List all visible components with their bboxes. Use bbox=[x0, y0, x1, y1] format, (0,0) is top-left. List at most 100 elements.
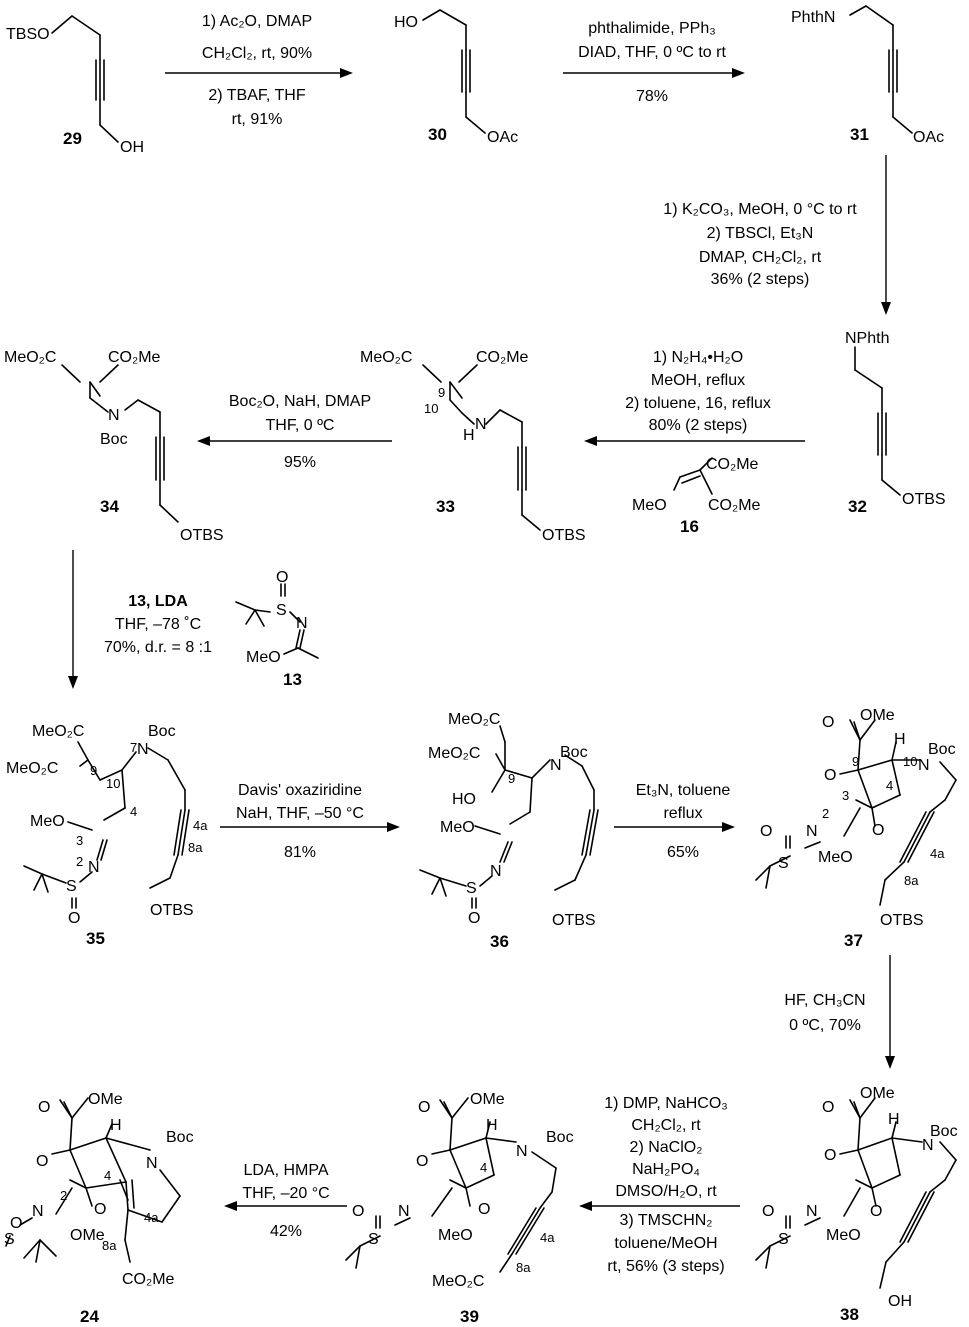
arrow-37-to-38 bbox=[885, 955, 895, 1069]
c24-label-0: O bbox=[38, 1099, 50, 1116]
c35-label-6: 10 bbox=[106, 776, 120, 791]
c29-label-1: OH bbox=[120, 139, 144, 156]
c39-label-2: H bbox=[486, 1117, 498, 1134]
compound-13: O S N MeO 13 bbox=[235, 569, 319, 689]
c36-label-9: O bbox=[468, 910, 480, 927]
c16-id: 16 bbox=[680, 517, 699, 536]
c30-id: 30 bbox=[428, 125, 447, 144]
reaction-arrows bbox=[68, 68, 895, 1211]
step-8-cond-3: 65% bbox=[667, 844, 699, 861]
step-5-cond-3: 95% bbox=[284, 454, 316, 471]
c38-label-6: N bbox=[806, 1203, 818, 1220]
step-11-cond-3: 42% bbox=[270, 1223, 302, 1240]
step-10-cond-7: toluene/MeOH bbox=[614, 1235, 717, 1252]
step-10-cond-6: 3) TMSCHN₂ bbox=[619, 1212, 712, 1229]
c30-label-1: OAc bbox=[487, 129, 518, 146]
c36-label-2: Boc bbox=[560, 744, 588, 761]
c38-label-1: OMe bbox=[860, 1085, 895, 1102]
step-3-cond-3: DMAP, CH₂Cl₂, rt bbox=[699, 249, 822, 266]
c24-label-8: O bbox=[94, 1201, 106, 1218]
c39-label-1: OMe bbox=[470, 1091, 505, 1108]
c35-label-14: 4a bbox=[193, 818, 208, 833]
step-9-cond-1: HF, CH₃CN bbox=[784, 992, 865, 1009]
c36-label-5: HO bbox=[452, 791, 476, 808]
c35-label-2: 7 bbox=[130, 740, 137, 755]
step-1-cond-1: 1) Ac₂O, DMAP bbox=[202, 13, 312, 30]
c37-label-2: H bbox=[894, 731, 906, 748]
c37-label-10: N bbox=[806, 823, 818, 840]
c35-label-1: Boc bbox=[148, 723, 176, 740]
c29-id: 29 bbox=[63, 129, 82, 148]
compound-34: MeO₂C CO₂Me N Boc OTBS 34 bbox=[4, 349, 224, 544]
c37-label-14: O bbox=[760, 823, 772, 840]
c24-label-15: CO₂Me bbox=[122, 1271, 175, 1288]
step-5-cond-1: Boc₂O, NaH, DMAP bbox=[229, 393, 371, 410]
c37-label-0: O bbox=[822, 714, 834, 731]
c33-label-1: CO₂Me bbox=[476, 349, 529, 366]
c35-label-12: S bbox=[66, 878, 77, 895]
compound-31: PhthN OAc 31 bbox=[791, 5, 944, 146]
c38-label-3: Boc bbox=[930, 1123, 958, 1140]
c33-label-5: N bbox=[475, 416, 487, 433]
c33-label-3: 10 bbox=[424, 401, 438, 416]
compound-33: MeO₂C CO₂Me 9 10 H N OTBS 33 bbox=[360, 349, 586, 544]
step-3-cond-2: 2) TBSCl, Et₃N bbox=[707, 225, 814, 242]
c33-id: 33 bbox=[436, 497, 455, 516]
c36-id: 36 bbox=[490, 932, 509, 951]
c35-label-13: O bbox=[68, 910, 80, 927]
c36-label-6: MeO bbox=[440, 819, 475, 836]
step-6-cond-2: THF, –78 ˚C bbox=[115, 616, 201, 633]
compound-29: TBSO OH 29 bbox=[6, 15, 144, 156]
c24-label-13: 8a bbox=[102, 1238, 117, 1253]
c13-label-0: O bbox=[276, 569, 288, 586]
c39-label-5: N bbox=[516, 1143, 528, 1160]
c38-label-2: H bbox=[888, 1111, 900, 1128]
c35-id: 35 bbox=[86, 929, 105, 948]
step-3-cond-1: 1) K₂CO₃, MeOH, 0 °C to rt bbox=[663, 201, 857, 218]
c37-label-13: S bbox=[778, 855, 789, 872]
c34-label-1: CO₂Me bbox=[108, 349, 161, 366]
c39-id: 39 bbox=[460, 1307, 479, 1326]
c33-label-0: MeO₂C bbox=[360, 349, 412, 366]
arrow-32-to-33 bbox=[584, 436, 805, 446]
c16-label-2: CO₂Me bbox=[708, 497, 761, 514]
c37-label-12: O bbox=[872, 822, 884, 839]
c37-label-11: 4 bbox=[886, 778, 893, 793]
compound-36: MeO₂C MeO₂C Boc N 9 HO MeO N S O OTBS 36 bbox=[419, 711, 599, 951]
step-4-cond-3: 2) toluene, 16, reflux bbox=[625, 395, 771, 412]
c24-label-6: N bbox=[32, 1203, 44, 1220]
c34-id: 34 bbox=[100, 497, 119, 516]
c39-label-6: N bbox=[398, 1203, 410, 1220]
c37-label-15: MeO bbox=[818, 849, 853, 866]
c24-label-1: OMe bbox=[88, 1091, 123, 1108]
step-6-cond-3: 70%, d.r. = 8 :1 bbox=[104, 639, 212, 656]
c37-label-3: 10 bbox=[903, 754, 917, 769]
c35-label-16: OTBS bbox=[150, 902, 194, 919]
c37-label-8: N bbox=[918, 757, 930, 774]
c30-label-0: HO bbox=[394, 14, 418, 31]
c24-label-9: S bbox=[4, 1231, 15, 1248]
c38-label-0: O bbox=[822, 1099, 834, 1116]
arrow-34-to-35 bbox=[68, 550, 78, 689]
c39-label-13: MeO₂C bbox=[432, 1273, 484, 1290]
step-4-cond-4: 80% (2 steps) bbox=[649, 417, 748, 434]
c37-label-16: 4a bbox=[930, 846, 945, 861]
c39-label-9: S bbox=[368, 1231, 379, 1248]
c35-label-11: N bbox=[88, 859, 100, 876]
step-2-cond-1: phthalimide, PPh₃ bbox=[588, 20, 715, 37]
c35-label-15: 8a bbox=[188, 840, 203, 855]
c39-label-14: 8a bbox=[516, 1260, 531, 1275]
c39-label-8: O bbox=[478, 1201, 490, 1218]
c38-label-4: O bbox=[824, 1147, 836, 1164]
step-7-cond-2: NaH, THF, –50 °C bbox=[236, 805, 364, 822]
step-9-cond-2: 0 ºC, 70% bbox=[789, 1017, 861, 1034]
c36-label-1: MeO₂C bbox=[428, 745, 480, 762]
arrow-33-to-34 bbox=[197, 436, 392, 446]
c37-label-7: 3 bbox=[842, 788, 849, 803]
compound-32: NPhth OTBS 32 bbox=[845, 330, 946, 516]
c31-label-0: PhthN bbox=[791, 9, 835, 26]
arrow-38-to-39 bbox=[579, 1201, 740, 1211]
step-3-cond-4: 36% (2 steps) bbox=[711, 271, 810, 288]
c39-label-10: O bbox=[352, 1203, 364, 1220]
c31-id: 31 bbox=[850, 125, 869, 144]
